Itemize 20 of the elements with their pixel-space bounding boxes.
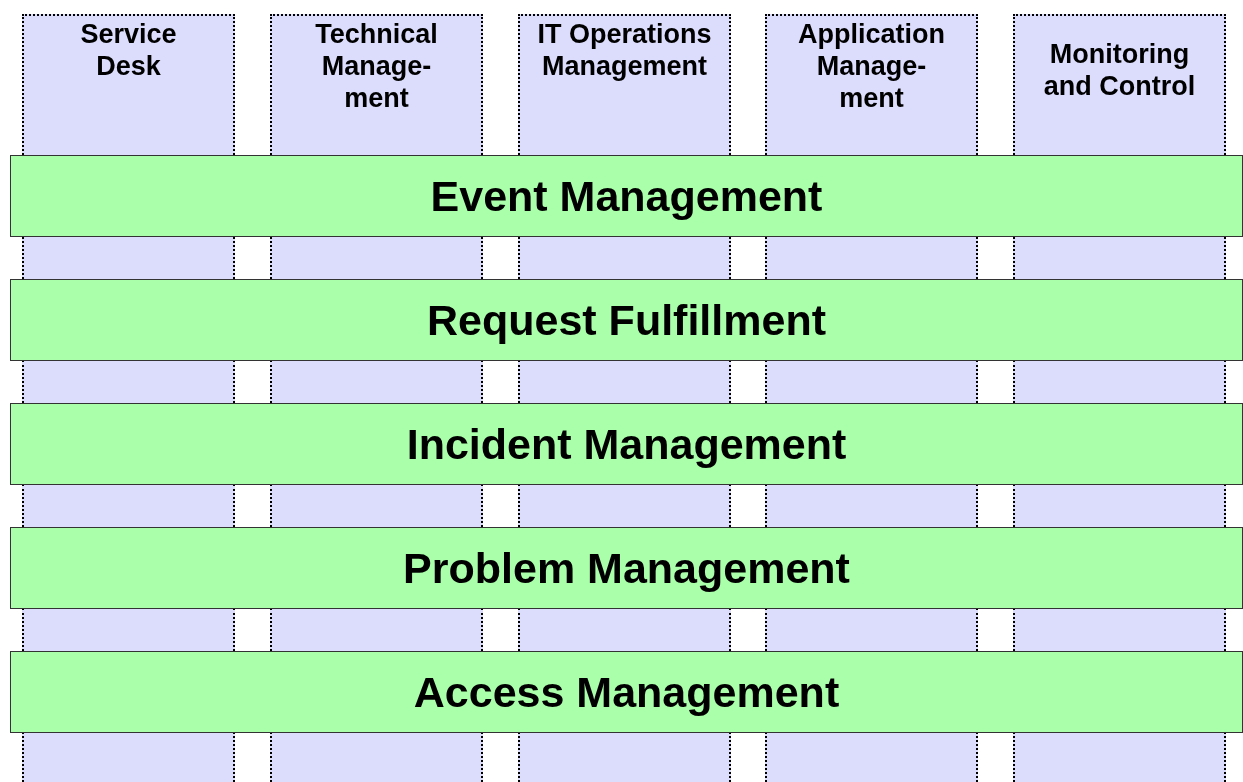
swimlane-column xyxy=(518,14,731,155)
band-label: Access Management xyxy=(413,667,840,717)
process-band xyxy=(10,527,1243,609)
process-band xyxy=(10,403,1243,485)
swimlane-column xyxy=(22,14,235,155)
band-label: Problem Management xyxy=(403,543,850,593)
process-band xyxy=(10,155,1243,237)
band-label: Event Management xyxy=(430,171,823,221)
swimlane-column xyxy=(270,14,483,155)
swimlane-column xyxy=(765,14,978,155)
swimlane-column xyxy=(1013,14,1226,155)
process-band xyxy=(10,651,1243,733)
column-heading: IT Operations Management xyxy=(537,18,712,82)
column-heading: Application Manage- ment xyxy=(797,18,946,114)
band-label: Incident Management xyxy=(406,419,847,469)
band-label: Request Fulfillment xyxy=(427,295,826,345)
column-heading: Technical Manage- ment xyxy=(314,18,439,114)
column-heading: Service Desk xyxy=(79,18,178,82)
column-heading: Monitoring and Control xyxy=(1042,38,1197,102)
process-band xyxy=(10,279,1243,361)
